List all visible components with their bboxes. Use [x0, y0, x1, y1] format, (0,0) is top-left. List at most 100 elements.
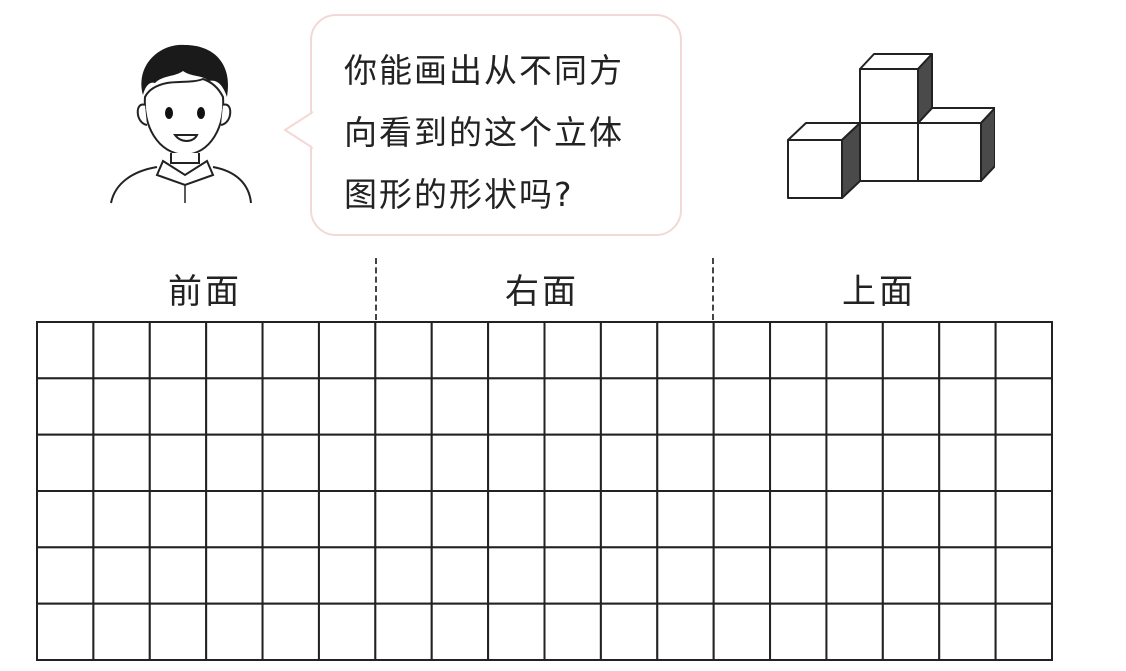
- grid-cell: [938, 490, 997, 549]
- speech-bubble-tail: [283, 111, 315, 149]
- label-front-view: 前面: [168, 272, 242, 312]
- grid-cell: [148, 490, 208, 549]
- grid-cell: [317, 602, 377, 661]
- grid-cell: [994, 602, 1053, 661]
- grid-cell: [881, 321, 941, 380]
- grid-cell: [543, 602, 602, 661]
- grid-cell: [656, 546, 715, 605]
- grid-cell: [261, 602, 320, 661]
- grid-cell: [487, 433, 546, 493]
- boy-illustration: [110, 44, 252, 204]
- grid-cell: [317, 433, 377, 493]
- grid-cell: [317, 377, 377, 436]
- grid-cell: [487, 490, 546, 549]
- grid-cell: [543, 377, 602, 436]
- speech-text: 你能画出从不同方 向看到的这个立体 图形的形状吗?: [344, 40, 664, 226]
- grid-cell: [430, 377, 490, 436]
- grid-cell: [656, 433, 715, 493]
- divider-2: [712, 258, 714, 320]
- grid-cell: [92, 490, 151, 549]
- grid-cell: [374, 377, 433, 436]
- grid-cell: [543, 490, 602, 549]
- grid-cell: [543, 546, 602, 605]
- grid-cell: [487, 602, 546, 661]
- grid-cell: [825, 490, 884, 549]
- grid-cell: [92, 321, 151, 380]
- grid-cell: [825, 546, 884, 605]
- grid-cell: [825, 321, 884, 380]
- grid-cell: [769, 546, 828, 605]
- grid-cell: [148, 377, 208, 436]
- grid-cell: [430, 490, 490, 549]
- grid-cell: [430, 602, 490, 661]
- speech-line-2: 向看到的这个立体: [344, 113, 624, 152]
- grid-cell: [656, 321, 715, 380]
- grid-cell: [938, 377, 997, 436]
- grid-cell: [881, 546, 941, 605]
- grid-cell: [599, 490, 659, 549]
- grid-cell: [92, 433, 151, 493]
- grid-cell: [938, 602, 997, 661]
- grid-cell: [36, 321, 95, 380]
- grid-cell: [148, 546, 208, 605]
- grid-cell: [205, 602, 264, 661]
- grid-cell: [430, 546, 490, 605]
- divider-1: [375, 258, 377, 320]
- grid-cell: [317, 321, 377, 380]
- label-top-view: 上面: [842, 272, 916, 312]
- grid-cell: [487, 546, 546, 605]
- grid-cell: [317, 546, 377, 605]
- grid-cell: [36, 490, 95, 549]
- cube-stack-illustration: [787, 53, 995, 199]
- grid-cell: [317, 490, 377, 549]
- grid-cell: [487, 377, 546, 436]
- grid-cell: [261, 546, 320, 605]
- grid-cell: [374, 321, 433, 380]
- grid-cell: [374, 546, 433, 605]
- grid-cell: [994, 321, 1053, 380]
- grid-cell: [825, 602, 884, 661]
- grid-cell: [430, 321, 490, 380]
- grid-cell: [205, 546, 264, 605]
- grid-cell: [205, 377, 264, 436]
- grid-cell: [430, 433, 490, 493]
- grid-cell: [92, 602, 151, 661]
- grid-cell: [148, 433, 208, 493]
- grid-cell: [994, 546, 1053, 605]
- grid-cell: [543, 321, 602, 380]
- grid-cell: [374, 602, 433, 661]
- grid-cell: [938, 321, 997, 380]
- grid-cell: [374, 490, 433, 549]
- speech-line-1: 你能画出从不同方: [344, 51, 624, 90]
- grid-cell: [994, 490, 1053, 549]
- grid-cell: [543, 433, 602, 493]
- grid-cell: [881, 377, 941, 436]
- grid-cell: [36, 546, 95, 605]
- grid-cell: [261, 433, 320, 493]
- grid-cell: [712, 546, 772, 605]
- grid-cell: [769, 433, 828, 493]
- grid-cell: [92, 546, 151, 605]
- grid-cell: [599, 377, 659, 436]
- grid-cell: [148, 321, 208, 380]
- grid-cell: [769, 377, 828, 436]
- grid-cell: [599, 433, 659, 493]
- grid-cell: [148, 602, 208, 661]
- grid-cell: [92, 377, 151, 436]
- grid-cell: [938, 546, 997, 605]
- grid-cell: [487, 321, 546, 380]
- grid-cell: [938, 433, 997, 493]
- grid-cell: [712, 602, 772, 661]
- grid-cell: [994, 377, 1053, 436]
- grid-cell: [599, 546, 659, 605]
- grid-cell: [656, 490, 715, 549]
- grid-cell: [769, 321, 828, 380]
- grid-cell: [205, 433, 264, 493]
- grid-cell: [881, 602, 941, 661]
- grid-cell: [205, 321, 264, 380]
- grid-cell: [599, 602, 659, 661]
- grid-cell: [712, 433, 772, 493]
- grid-cell: [769, 602, 828, 661]
- grid-cell: [261, 321, 320, 380]
- grid-cell: [205, 490, 264, 549]
